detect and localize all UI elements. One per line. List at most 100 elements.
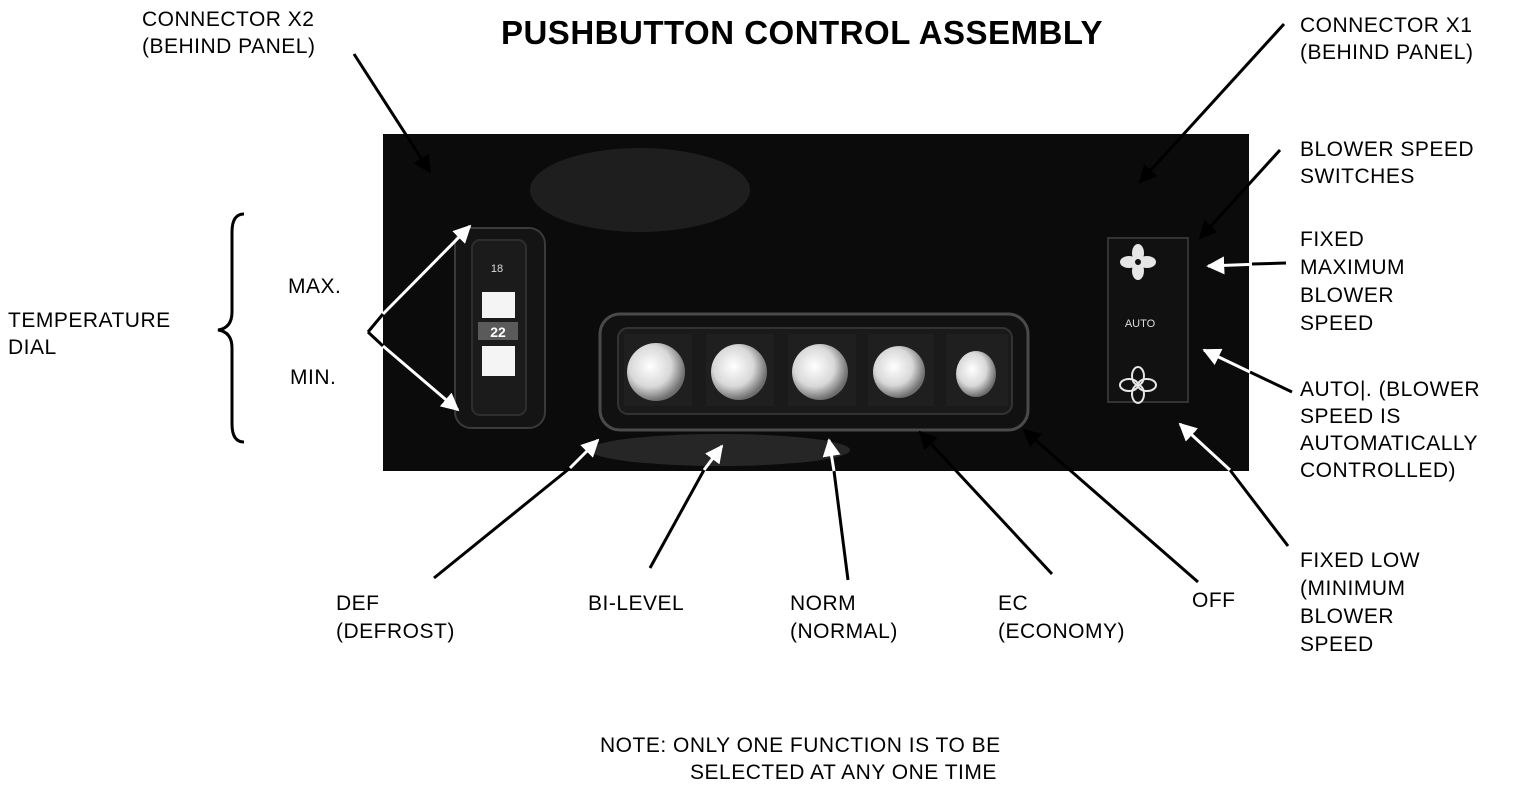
auto-line-4: CONTROLLED) — [1300, 459, 1456, 482]
fixed-low-line-2: (MINIMUM — [1300, 577, 1405, 600]
norm-line-1: NORM — [790, 592, 856, 615]
bi-level-button[interactable] — [706, 334, 774, 406]
temperature-dial-line-2: DIAL — [8, 336, 57, 359]
auto-switch-label[interactable]: AUTO — [1125, 318, 1156, 330]
ec-callout: EC (ECONOMY) — [918, 430, 1125, 643]
fixed-maximum-arrow-outer — [1251, 261, 1287, 266]
bi-level-label: BI-LEVEL — [588, 592, 684, 615]
norm-arrow-outer — [832, 470, 850, 581]
diagram-title: PUSHBUTTON CONTROL ASSEMBLY — [501, 14, 1103, 51]
fixed-maximum-line-2: MAXIMUM — [1300, 256, 1405, 279]
note-line-2: SELECTED AT ANY ONE TIME — [690, 761, 997, 784]
connector-x1-callout: CONNECTOR X1 (BEHIND PANEL) — [1138, 14, 1479, 184]
auto-callout: AUTO|. (BLOWER SPEED IS AUTOMATICALLY CO… — [1202, 348, 1486, 482]
norm-arrow — [822, 438, 841, 472]
blower-speed-switches-callout: BLOWER SPEED SWITCHES — [1198, 138, 1480, 240]
ec-arrow — [918, 430, 1054, 576]
auto-arrow — [1202, 348, 1251, 374]
def-callout: DEF (DEFROST) — [336, 438, 600, 643]
temperature-dial-line-1: TEMPERATURE — [8, 309, 171, 332]
bi-level-arrow — [702, 444, 724, 471]
fixed-maximum-line-1: FIXED — [1300, 228, 1364, 251]
fixed-low-arrow — [1178, 422, 1232, 472]
fan-outline-icon — [1119, 366, 1157, 404]
panel-highlight — [530, 148, 750, 232]
norm-callout: NORM (NORMAL) — [790, 438, 898, 643]
fixed-low-line-3: BLOWER — [1300, 605, 1394, 628]
dial-value: 22 — [490, 324, 506, 340]
min-arrow-outer — [366, 330, 385, 348]
dial-window-upper — [482, 292, 515, 318]
normal-button[interactable] — [788, 334, 856, 406]
temperature-dial[interactable]: 18 22 — [454, 227, 546, 429]
dial-value-band — [478, 322, 518, 340]
blower-speed-switches-arrow — [1198, 148, 1282, 240]
ec-label: EC (ECONOMY) — [998, 592, 1125, 643]
connector-x1-label: CONNECTOR X1 (BEHIND PANEL) — [1300, 14, 1479, 64]
ec-line-1: EC — [998, 592, 1028, 615]
connector-x1-line-1: CONNECTOR X1 — [1300, 14, 1472, 37]
off-label: OFF — [1192, 589, 1236, 612]
temperature-dial-label: TEMPERATURE DIAL — [8, 309, 177, 359]
def-line-2: (DEFROST) — [336, 620, 455, 643]
auto-line-1: AUTO|. (BLOWER — [1300, 378, 1480, 401]
def-label: DEF (DEFROST) — [336, 592, 455, 643]
fixed-maximum-callout: FIXED MAXIMUM BLOWER SPEED — [1206, 228, 1411, 335]
fixed-maximum-line-3: BLOWER — [1300, 284, 1394, 307]
fixed-low-line-4: SPEED — [1300, 633, 1374, 656]
fixed-low-label: FIXED LOW (MINIMUM BLOWER SPEED — [1300, 549, 1426, 656]
blower-speed-switches-line-1: BLOWER SPEED — [1300, 138, 1474, 161]
fixed-maximum-label: FIXED MAXIMUM BLOWER SPEED — [1300, 228, 1411, 335]
connector-x1-arrow — [1138, 22, 1286, 184]
economy-button[interactable] — [868, 334, 934, 406]
fan-icon — [1120, 244, 1156, 280]
def-line-1: DEF — [336, 592, 380, 615]
norm-label: NORM (NORMAL) — [790, 592, 898, 643]
max-arrow-outer — [366, 313, 385, 333]
auto-line-2: SPEED IS — [1300, 405, 1401, 428]
fixed-low-line-1: FIXED LOW — [1300, 549, 1420, 572]
off-callout: OFF — [1022, 428, 1236, 612]
defrost-button[interactable] — [624, 334, 692, 406]
max-arrow — [381, 224, 472, 316]
temperature-dial-callout: TEMPERATURE DIAL MAX. MIN. — [8, 212, 472, 444]
min-label: MIN. — [290, 366, 336, 389]
off-button[interactable] — [946, 334, 1008, 406]
normal-button-icon — [792, 344, 848, 400]
def-arrow — [568, 438, 600, 470]
fixed-maximum-line-4: SPEED — [1300, 312, 1374, 335]
fixed-low-blower-button[interactable] — [1119, 366, 1157, 404]
dial-top-mark: 18 — [491, 263, 503, 275]
fixed-maximum-blower-button[interactable] — [1120, 244, 1156, 280]
off-arrow — [1022, 428, 1199, 584]
connector-x2-label: CONNECTOR X2 (BEHIND PANEL) — [142, 8, 321, 58]
connector-x2-line-2: (BEHIND PANEL) — [142, 35, 315, 58]
bi-level-callout: BI-LEVEL — [588, 444, 724, 615]
note: NOTE: ONLY ONE FUNCTION IS TO BE SELECTE… — [600, 734, 1001, 784]
fixed-low-arrow-outer — [1228, 469, 1290, 547]
connector-x2-line-1: CONNECTOR X2 — [142, 8, 314, 31]
off-button-icon — [956, 351, 996, 397]
defrost-button-icon — [627, 343, 685, 401]
fixed-low-callout: FIXED LOW (MINIMUM BLOWER SPEED — [1178, 422, 1426, 656]
blower-speed-switches-line-2: SWITCHES — [1300, 165, 1415, 188]
note-line-1: NOTE: ONLY ONE FUNCTION IS TO BE — [600, 734, 1001, 757]
def-arrow-outer — [433, 466, 571, 580]
temperature-dial-brace — [217, 212, 245, 444]
auto-line-3: AUTOMATICALLY — [1300, 432, 1478, 455]
max-label: MAX. — [288, 275, 341, 298]
bi-level-arrow-outer — [648, 469, 706, 569]
ec-line-2: (ECONOMY) — [998, 620, 1125, 643]
bi-level-button-icon — [711, 344, 767, 400]
auto-arrow-outer — [1249, 370, 1293, 394]
connector-x2-arrow — [352, 53, 432, 174]
connector-x2-callout: CONNECTOR X2 (BEHIND PANEL) — [142, 8, 432, 174]
norm-line-2: (NORMAL) — [790, 620, 898, 643]
min-arrow — [382, 344, 460, 412]
blower-speed-switches-label: BLOWER SPEED SWITCHES — [1300, 138, 1480, 188]
economy-button-icon — [873, 346, 925, 398]
connector-x1-line-2: (BEHIND PANEL) — [1300, 41, 1473, 64]
auto-label: AUTO|. (BLOWER SPEED IS AUTOMATICALLY CO… — [1300, 378, 1486, 482]
dial-window-lower — [482, 346, 515, 376]
